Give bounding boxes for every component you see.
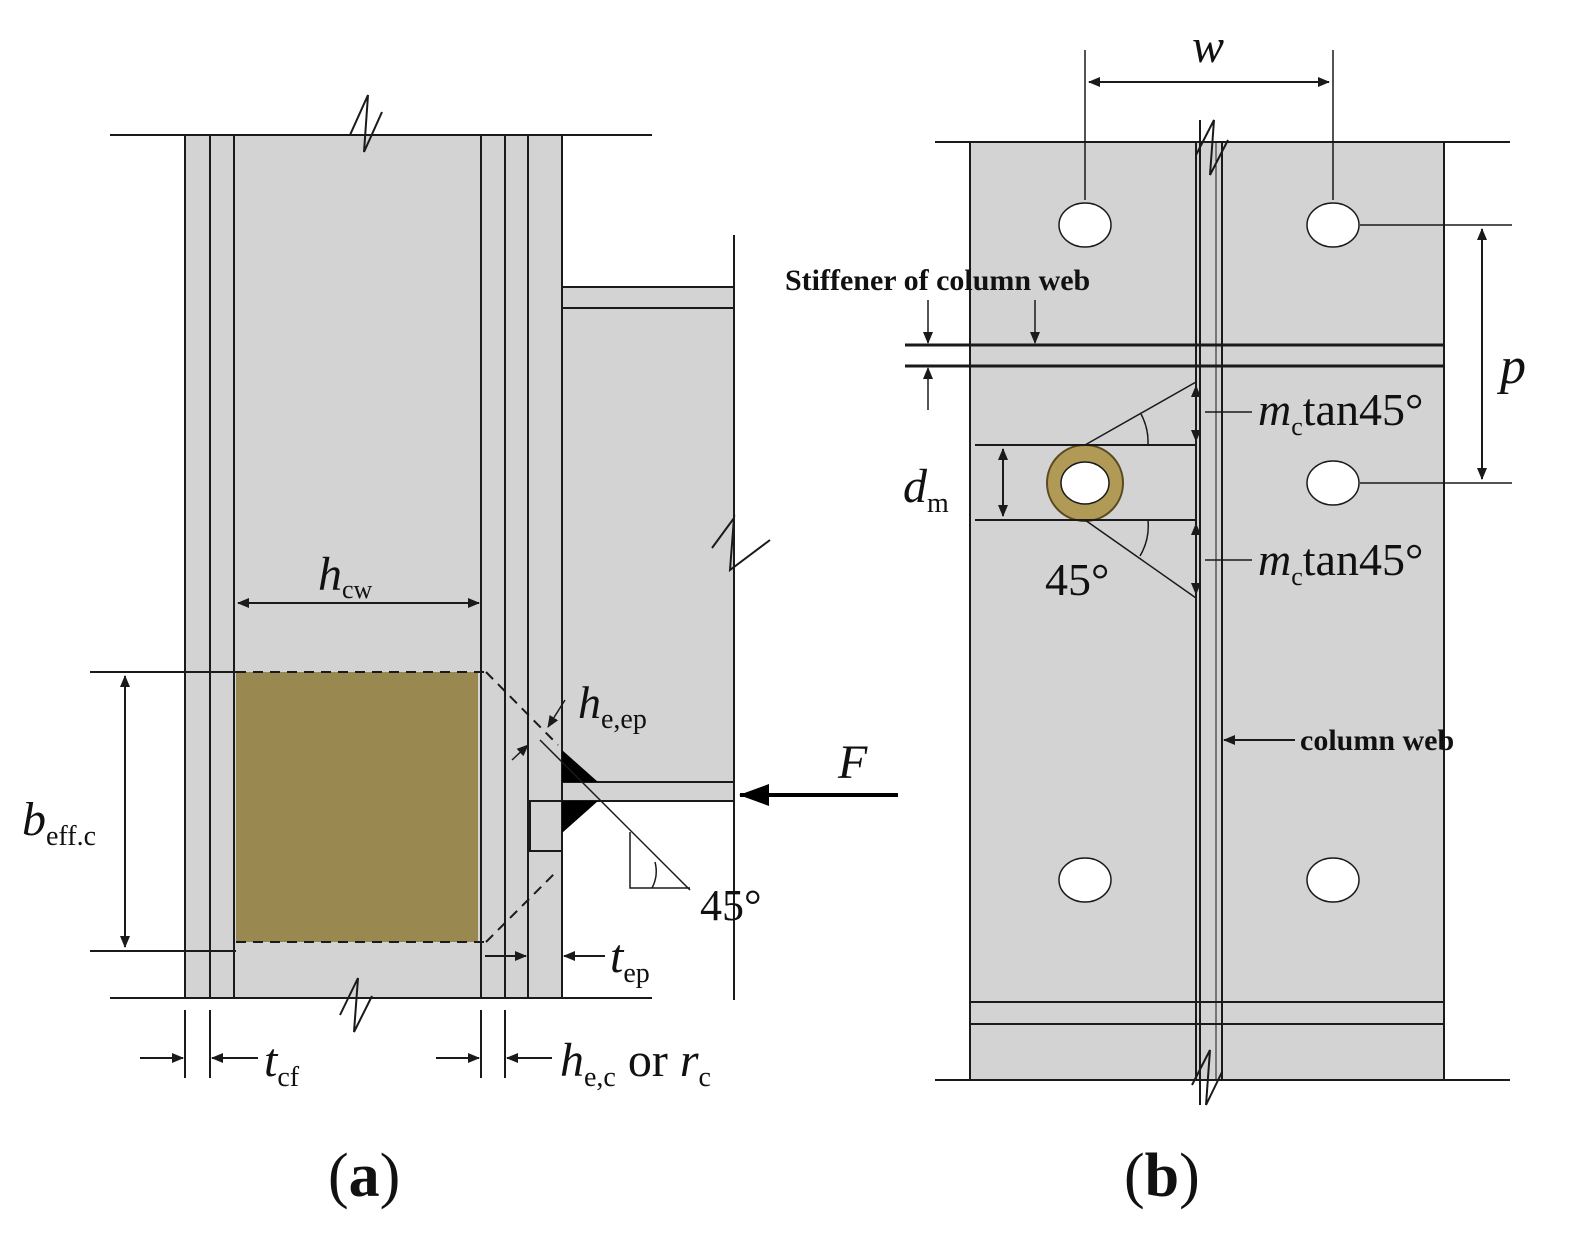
label-b-eff: beff.c	[22, 793, 96, 852]
panel-a: hcw beff.c he,ep F 45° tep tcf he,c or r…	[22, 94, 898, 1210]
label-m-c-bottom: mctan45°	[1258, 534, 1423, 591]
caption-b: (b)	[1124, 1142, 1200, 1210]
break-mark-top	[349, 94, 383, 153]
label-p: p	[1496, 338, 1526, 395]
label-column-web: column web	[1300, 724, 1454, 757]
label-stiffener: Stiffener of column web	[785, 264, 1090, 297]
label-m-c-top: mctan45°	[1258, 384, 1423, 441]
bolt-hole	[1058, 202, 1112, 248]
panel-b: w p Stiffener of column web dm mctan45° …	[785, 20, 1526, 1210]
label-angle-a: 45°	[700, 881, 762, 930]
label-d-m: dm	[903, 460, 949, 519]
label-t-ep: tep	[610, 930, 650, 989]
bolt-hole	[1306, 857, 1360, 903]
label-t-cf: tcf	[264, 1034, 300, 1093]
break-mark-beam	[711, 514, 771, 573]
weld-bottom	[562, 801, 598, 833]
bolt-hole	[1058, 857, 1112, 903]
label-force: F	[837, 736, 868, 789]
break-mark-web-bottom	[1191, 1049, 1223, 1106]
label-h-e-c: he,c or rc	[560, 1034, 711, 1093]
label-w: w	[1192, 20, 1224, 73]
bolt-hole	[1306, 202, 1360, 248]
label-angle-b: 45°	[1045, 554, 1109, 605]
beam	[561, 286, 735, 802]
break-mark-web-top	[1195, 119, 1229, 176]
break-mark-bottom	[339, 977, 373, 1033]
label-h-e-ep: he,ep	[578, 677, 647, 735]
end-plate	[529, 800, 563, 852]
label-h-cw: hcw	[318, 548, 373, 604]
flange-right	[1221, 141, 1445, 1081]
flange-left	[969, 141, 1197, 1081]
bolt-hole	[1306, 460, 1360, 506]
weld-top	[562, 750, 598, 782]
effective-zone	[236, 672, 478, 942]
caption-a: (a)	[328, 1142, 400, 1210]
